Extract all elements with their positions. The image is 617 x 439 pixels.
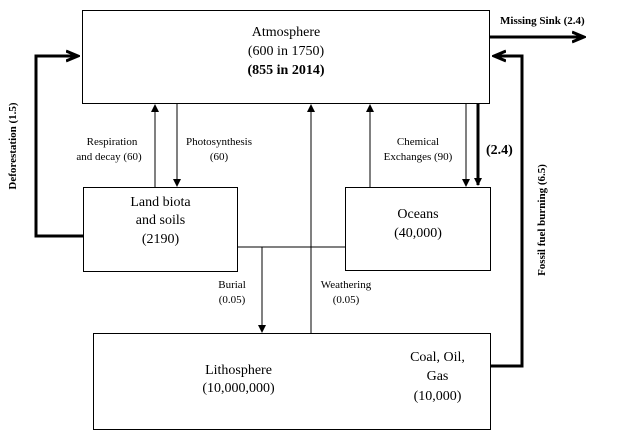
chemical-label-2: Exchanges (90) [383,151,453,163]
deforestation-label: Deforestation (1.5) [7,102,19,190]
respiration-label-2: and decay (60) [76,151,142,163]
oceans-title: Oceans [397,207,439,222]
missing-sink-label: Missing Sink (2.4) [500,15,585,27]
land-line2: and soils [135,213,186,228]
lithosphere-box [93,333,491,430]
fossil-value: (10,000) [413,389,462,404]
atmosphere-2014: (855 in 2014) [247,63,325,78]
oceans-box [345,187,491,271]
chemical-label-1: Chemical [396,136,440,148]
land-box [83,187,238,272]
fossil-burning-label: Fossil fuel burning (6.5) [536,164,548,276]
burial-label-2: (0.05) [218,294,246,306]
fossil-line1: Coal, Oil, [410,350,465,365]
lithosphere-value: (10,000,000) [202,381,275,396]
land-line1: Land biota [130,195,191,210]
oceans-value: (40,000) [394,226,442,241]
weathering-label-2: (0.05) [332,294,360,306]
fossil-burning-arrow [491,56,524,368]
lithosphere-title: Lithosphere [205,363,272,378]
land-value: (2190) [141,232,180,247]
respiration-label-1: Respiration [86,136,138,148]
atmosphere-box [82,10,490,104]
burial-label-1: Burial [218,279,246,291]
atmosphere-1750: (600 in 1750) [247,44,325,59]
weathering-label-1: Weathering [320,279,372,291]
ocean-uptake-label: (2.4) [486,143,513,158]
photosynthesis-label-1: Photosynthesis [185,136,252,148]
deforestation-arrow [34,56,83,238]
photosynthesis-label-2: (60) [209,151,229,163]
fossil-line2: Gas [426,369,449,384]
atmosphere-title: Atmosphere [251,25,321,40]
